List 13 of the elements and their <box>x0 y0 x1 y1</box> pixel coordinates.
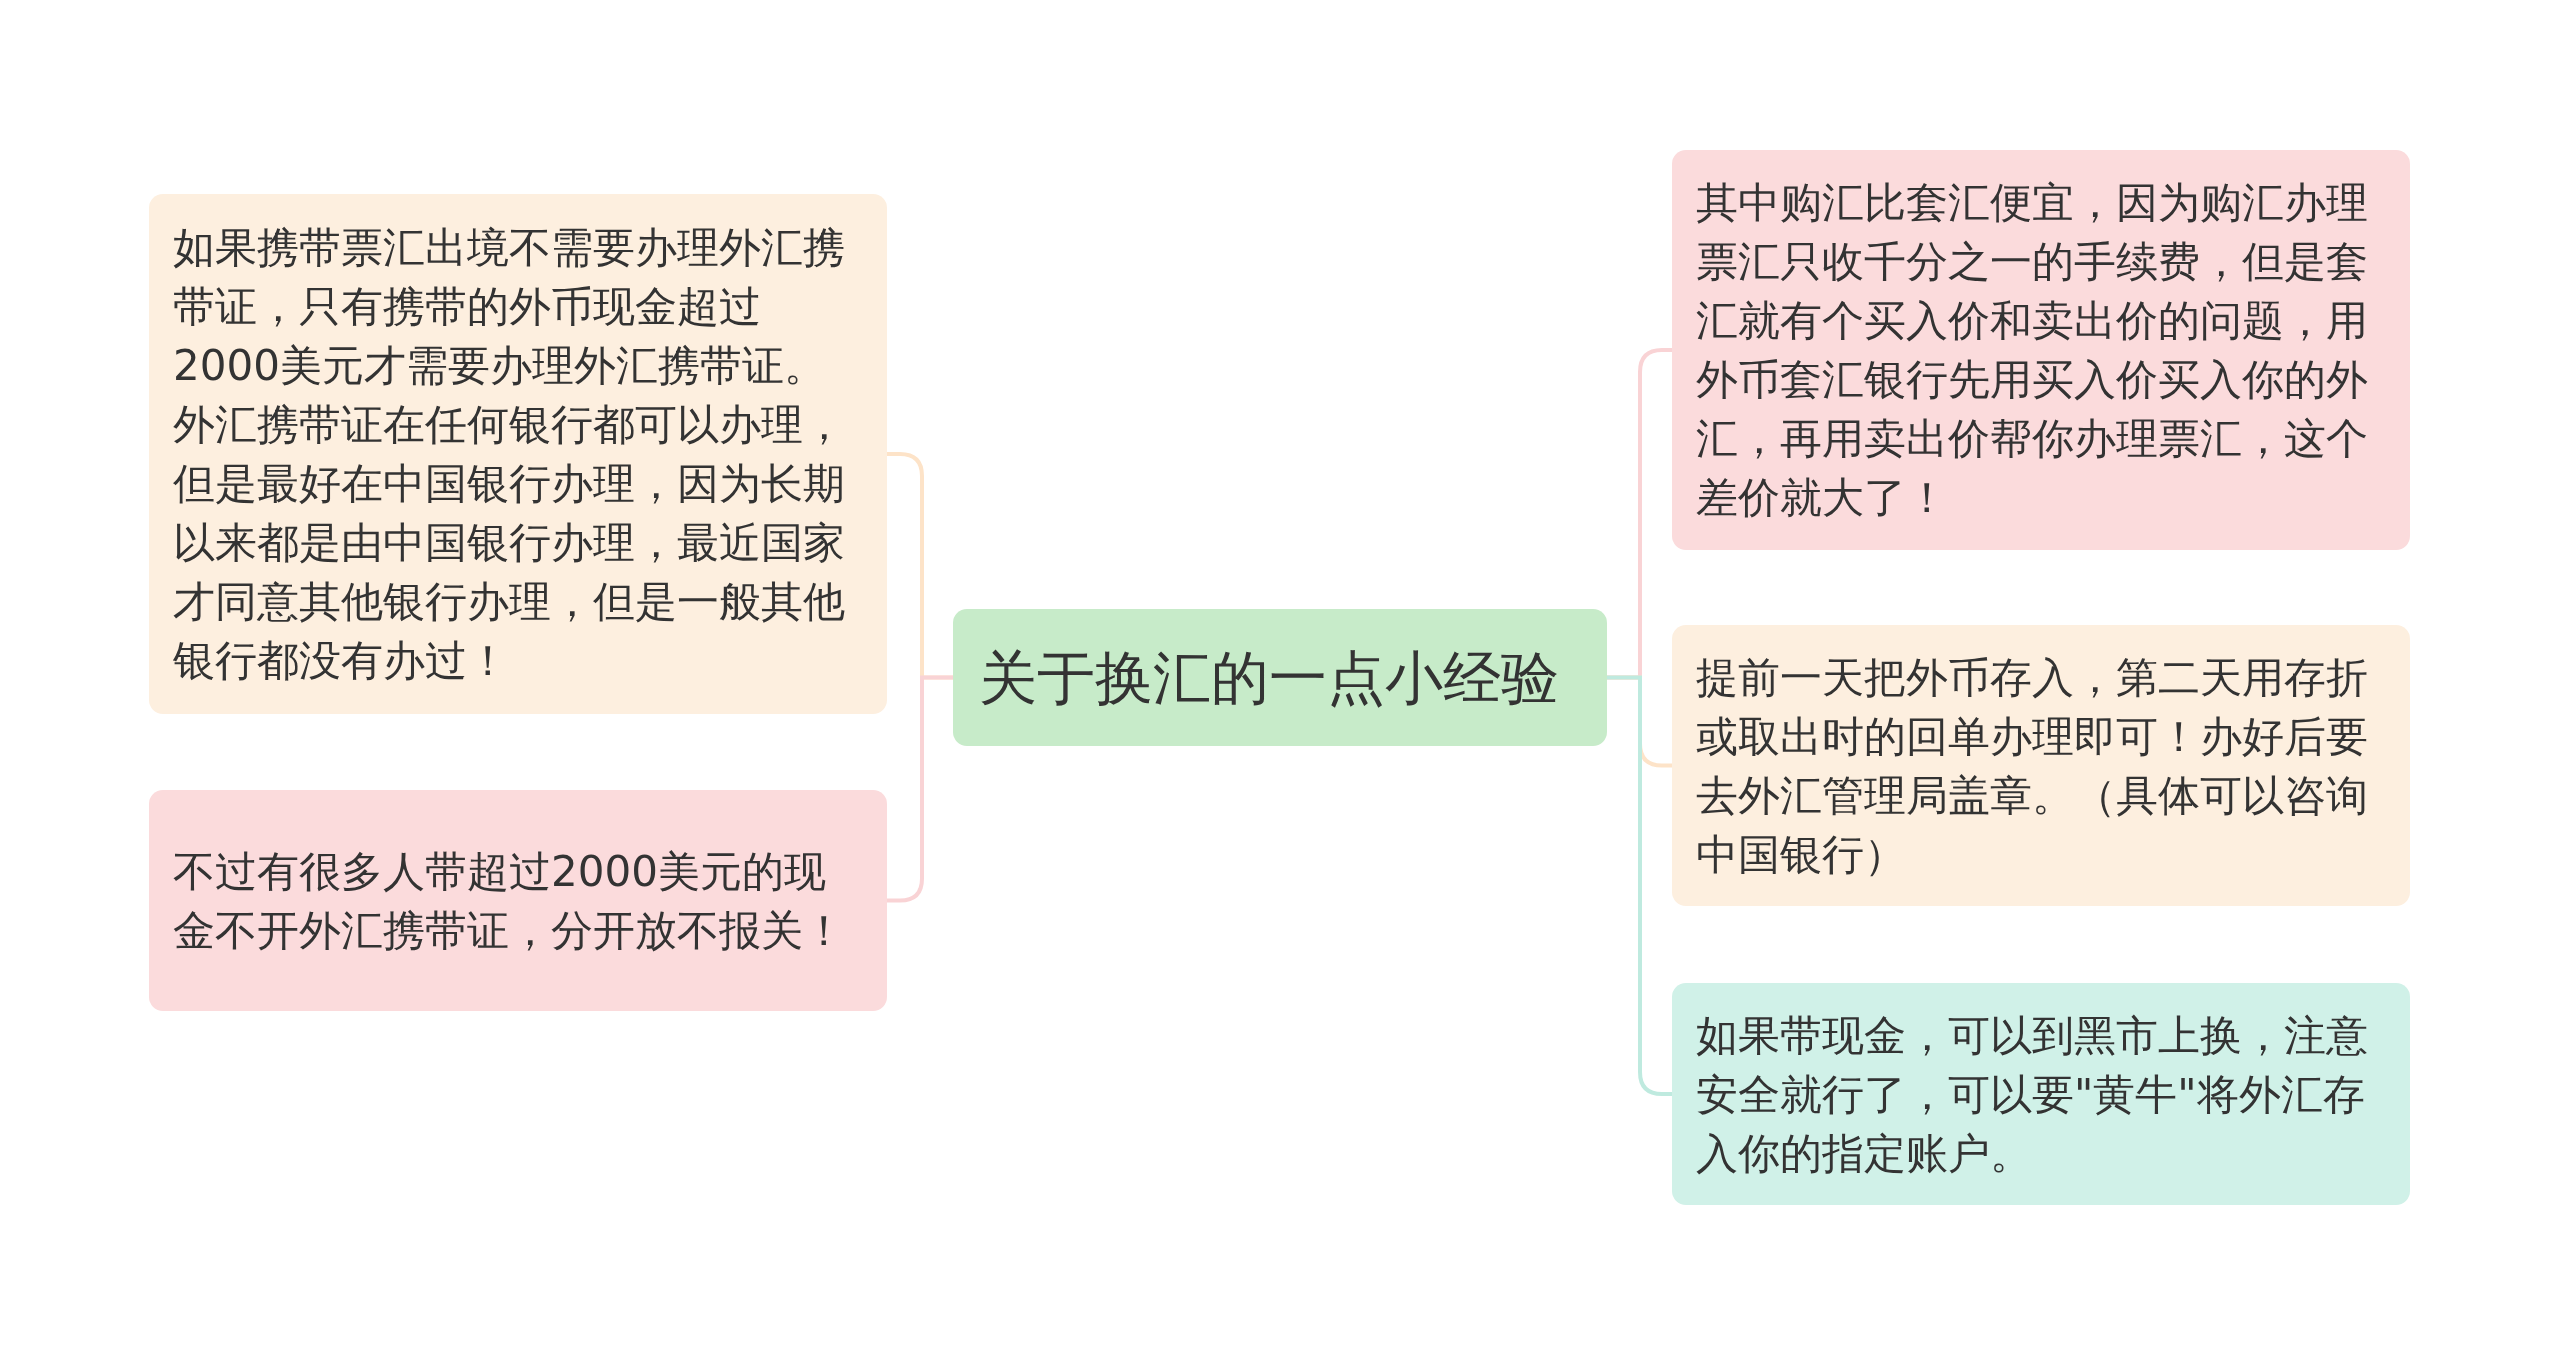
branch-topic-box <box>149 194 887 714</box>
branch-topic-box <box>1672 625 2410 906</box>
branch-topic-text: 不过有很多人带超过2000美元的现金不开外汇携带证，分开放不报关！ <box>173 845 846 957</box>
branch-topic-text: 其中购汇比套汇便宜，因为购汇办理票汇只收千分之一的手续费，但是套汇就有个买入价和卖出价的问题，用外币套汇银行先用买入价买入你的外汇，再用卖出价帮你办理票汇，这个差价就大了！ <box>1696 177 2369 524</box>
branch-topic-box <box>149 790 887 1011</box>
central-topic-box <box>953 609 1607 746</box>
branch-topic-text: 如果带现金，可以到黑市上换，注意安全就行了，可以要"黄牛"将外汇存入你的指定账户。 <box>1696 1009 2369 1180</box>
branch-topic-box <box>1672 983 2410 1205</box>
central-topic-text: 关于换汇的一点小经验 <box>979 642 1560 713</box>
branch-topic-text: 提前一天把外币存入，第二天用存折或取出时的回单办理即可！办好后要去外汇管理局盖章。（具体可以咨询中国银行） <box>1696 651 2369 881</box>
connector-line <box>887 675 953 903</box>
branch-topic-text: 如果携带票汇出境不需要办理外汇携带证，只有携带的外币现金超过2000美元才需要办理外汇携带证。外汇携带证在任何银行都可以办理，但是最好在中国银行办理，因为长期以来都是由中国银行办理，最近国家才同意其他银行办理，但是一般其他银行都没有办过！ <box>173 222 846 687</box>
branch-topic-box <box>1672 150 2410 550</box>
